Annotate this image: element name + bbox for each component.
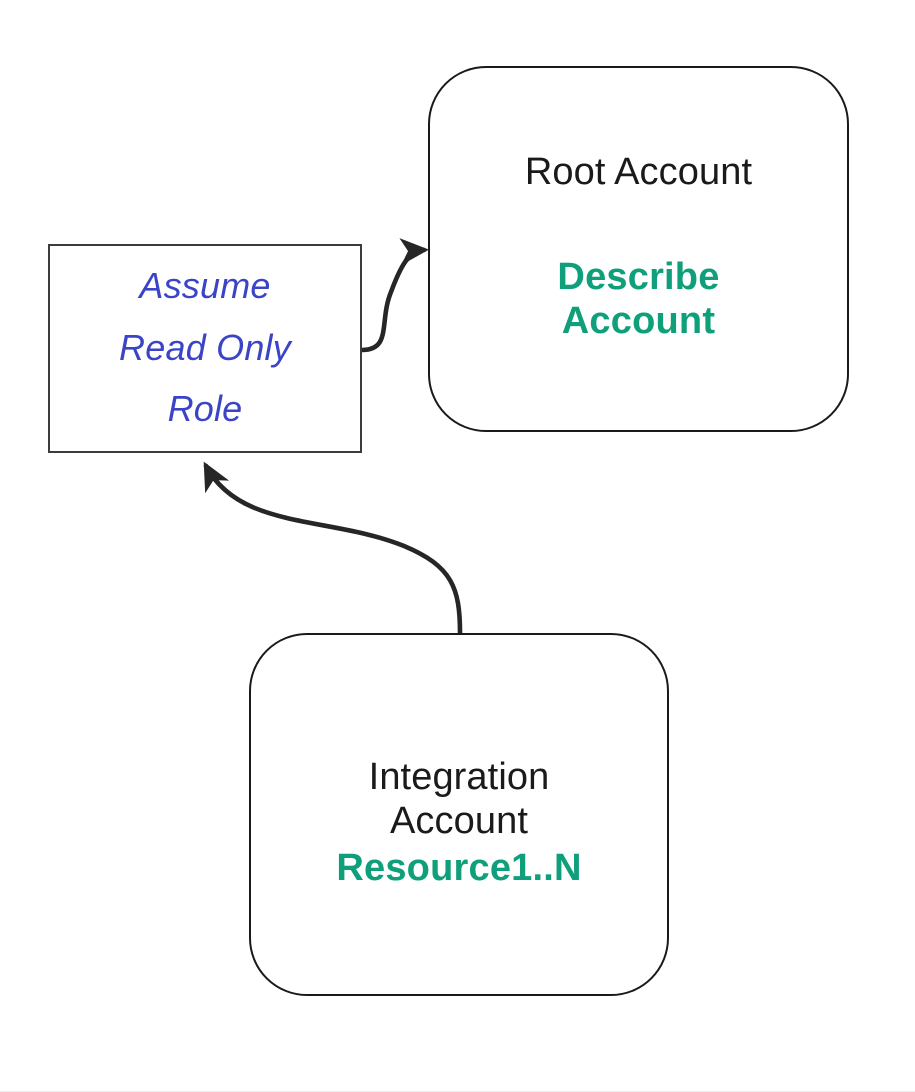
root-account-title: Root Account — [524, 151, 753, 194]
node-integration-account[interactable]: Integration Account Resource1..N — [249, 633, 669, 996]
assume-role-line-1: Assume — [139, 264, 271, 306]
integration-account-title-line-1: Integration — [368, 755, 550, 798]
node-assume-read-only-role[interactable]: Assume Read Only Role — [48, 244, 362, 453]
integration-account-resource-label: Resource1..N — [336, 846, 582, 889]
node-integration-account-content: Integration Account Resource1..N — [336, 755, 581, 891]
node-assume-role-content: Assume Read Only Role — [119, 255, 291, 441]
node-root-account-content: Root Account Describe Account — [525, 150, 752, 343]
root-account-action-line-1: Describe — [557, 256, 720, 299]
assume-role-line-3: Role — [167, 388, 243, 430]
node-root-account[interactable]: Root Account Describe Account — [428, 66, 849, 432]
edge-role-to-root — [359, 238, 429, 353]
edge-integration-to-role — [203, 461, 463, 636]
assume-role-line-2: Read Only — [119, 326, 291, 368]
integration-account-title-line-2: Account — [389, 799, 528, 842]
root-account-action-line-2: Account — [561, 300, 716, 343]
